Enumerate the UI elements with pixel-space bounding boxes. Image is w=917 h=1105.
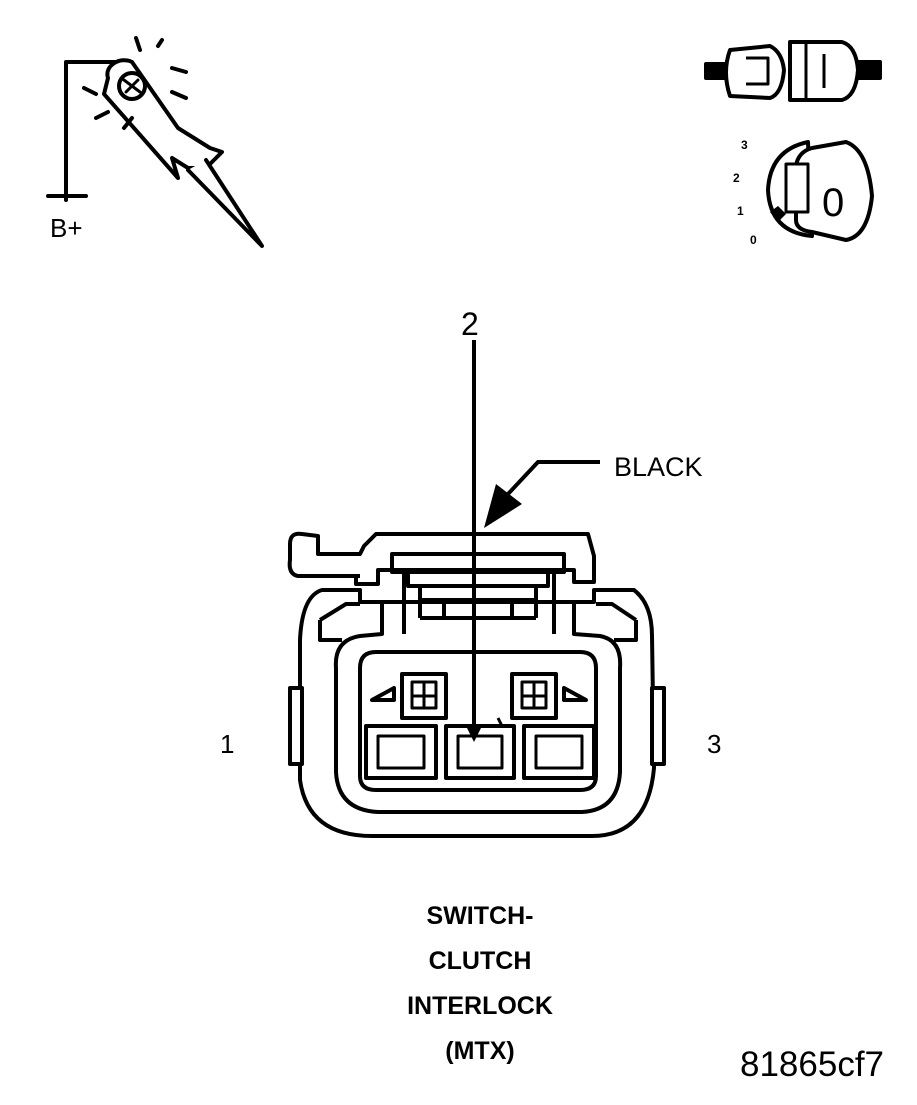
connector-disconnected-icon [704,40,882,102]
pin-2-callout-line [466,340,482,742]
caption-line: (MTX) [445,1037,515,1065]
pin-2-label: 2 [461,306,479,342]
ignition-position-0: 0 [750,233,757,247]
ignition-key-label: 0 [822,181,844,225]
connector-body [287,531,666,838]
test-probe-icon [46,36,264,248]
caption-line: SWITCH- [426,902,534,930]
connector-color-label: BLACK [614,452,703,482]
ignition-position-3: 3 [741,138,748,152]
ignition-key-icon [766,140,874,242]
figure-id: 81865cf7 [740,1045,885,1084]
component-caption: SWITCH- CLUTCH INTERLOCK (MTX) [340,894,620,1074]
pin-1-label: 1 [220,729,235,759]
caption-line: INTERLOCK [407,992,553,1020]
pin-3-label: 3 [707,729,722,759]
ignition-position-1: 1 [737,204,744,218]
caption-line: CLUTCH [428,947,532,975]
ignition-position-2: 2 [733,171,740,185]
black-leader-line [484,460,600,528]
voltage-label: B+ [50,213,83,243]
